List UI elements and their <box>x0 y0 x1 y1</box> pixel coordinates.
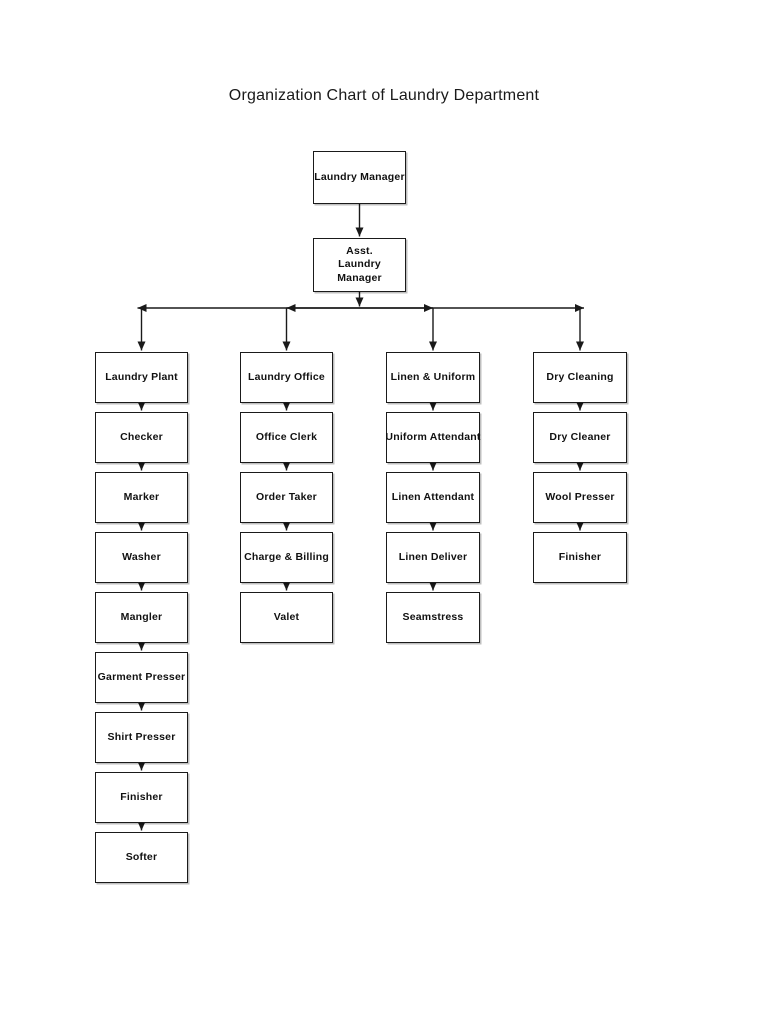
org-box-shirt-presser: Shirt Presser <box>95 712 188 763</box>
org-box-charge-and-billing: Charge & Billing <box>240 532 333 583</box>
org-box-linen-deliver: Linen Deliver <box>386 532 480 583</box>
org-box-checker: Checker <box>95 412 188 463</box>
org-box-finisher-laundry-plant: Finisher <box>95 772 188 823</box>
org-box-linen-attendant: Linen Attendant <box>386 472 480 523</box>
column-box-connectors <box>137 401 584 831</box>
column-drop-connectors <box>137 308 584 351</box>
org-box-laundry-office: Laundry Office <box>240 352 333 403</box>
org-box-uniform-attendant: Uniform Attendant <box>385 412 480 463</box>
org-box-asst-laundry-manager: Asst. Laundry Manager <box>313 238 406 292</box>
org-box-valet: Valet <box>240 592 333 643</box>
org-box-office-clerk: Office Clerk <box>240 412 333 463</box>
org-box-laundry-plant: Laundry Plant <box>95 352 188 403</box>
org-box-laundry-manager: Laundry Manager <box>313 151 406 204</box>
org-box-dry-cleaning: Dry Cleaning <box>533 352 627 403</box>
org-box-dry-cleaner: Dry Cleaner <box>533 412 627 463</box>
page-title: Organization Chart of Laundry Department <box>228 87 540 104</box>
org-box-softer: Softer <box>95 832 188 883</box>
org-box-finisher-dry-cleaning: Finisher <box>533 532 627 583</box>
org-box-garment-presser: Garment Presser <box>95 652 188 703</box>
org-box-linen-and-uniform: Linen & Uniform <box>386 352 480 403</box>
org-box-wool-presser: Wool Presser <box>533 472 627 523</box>
org-box-marker: Marker <box>95 472 188 523</box>
org-box-washer: Washer <box>95 532 188 583</box>
org-box-mangler: Mangler <box>95 592 188 643</box>
org-box-seamstress: Seamstress <box>386 592 480 643</box>
org-box-order-taker: Order Taker <box>240 472 333 523</box>
